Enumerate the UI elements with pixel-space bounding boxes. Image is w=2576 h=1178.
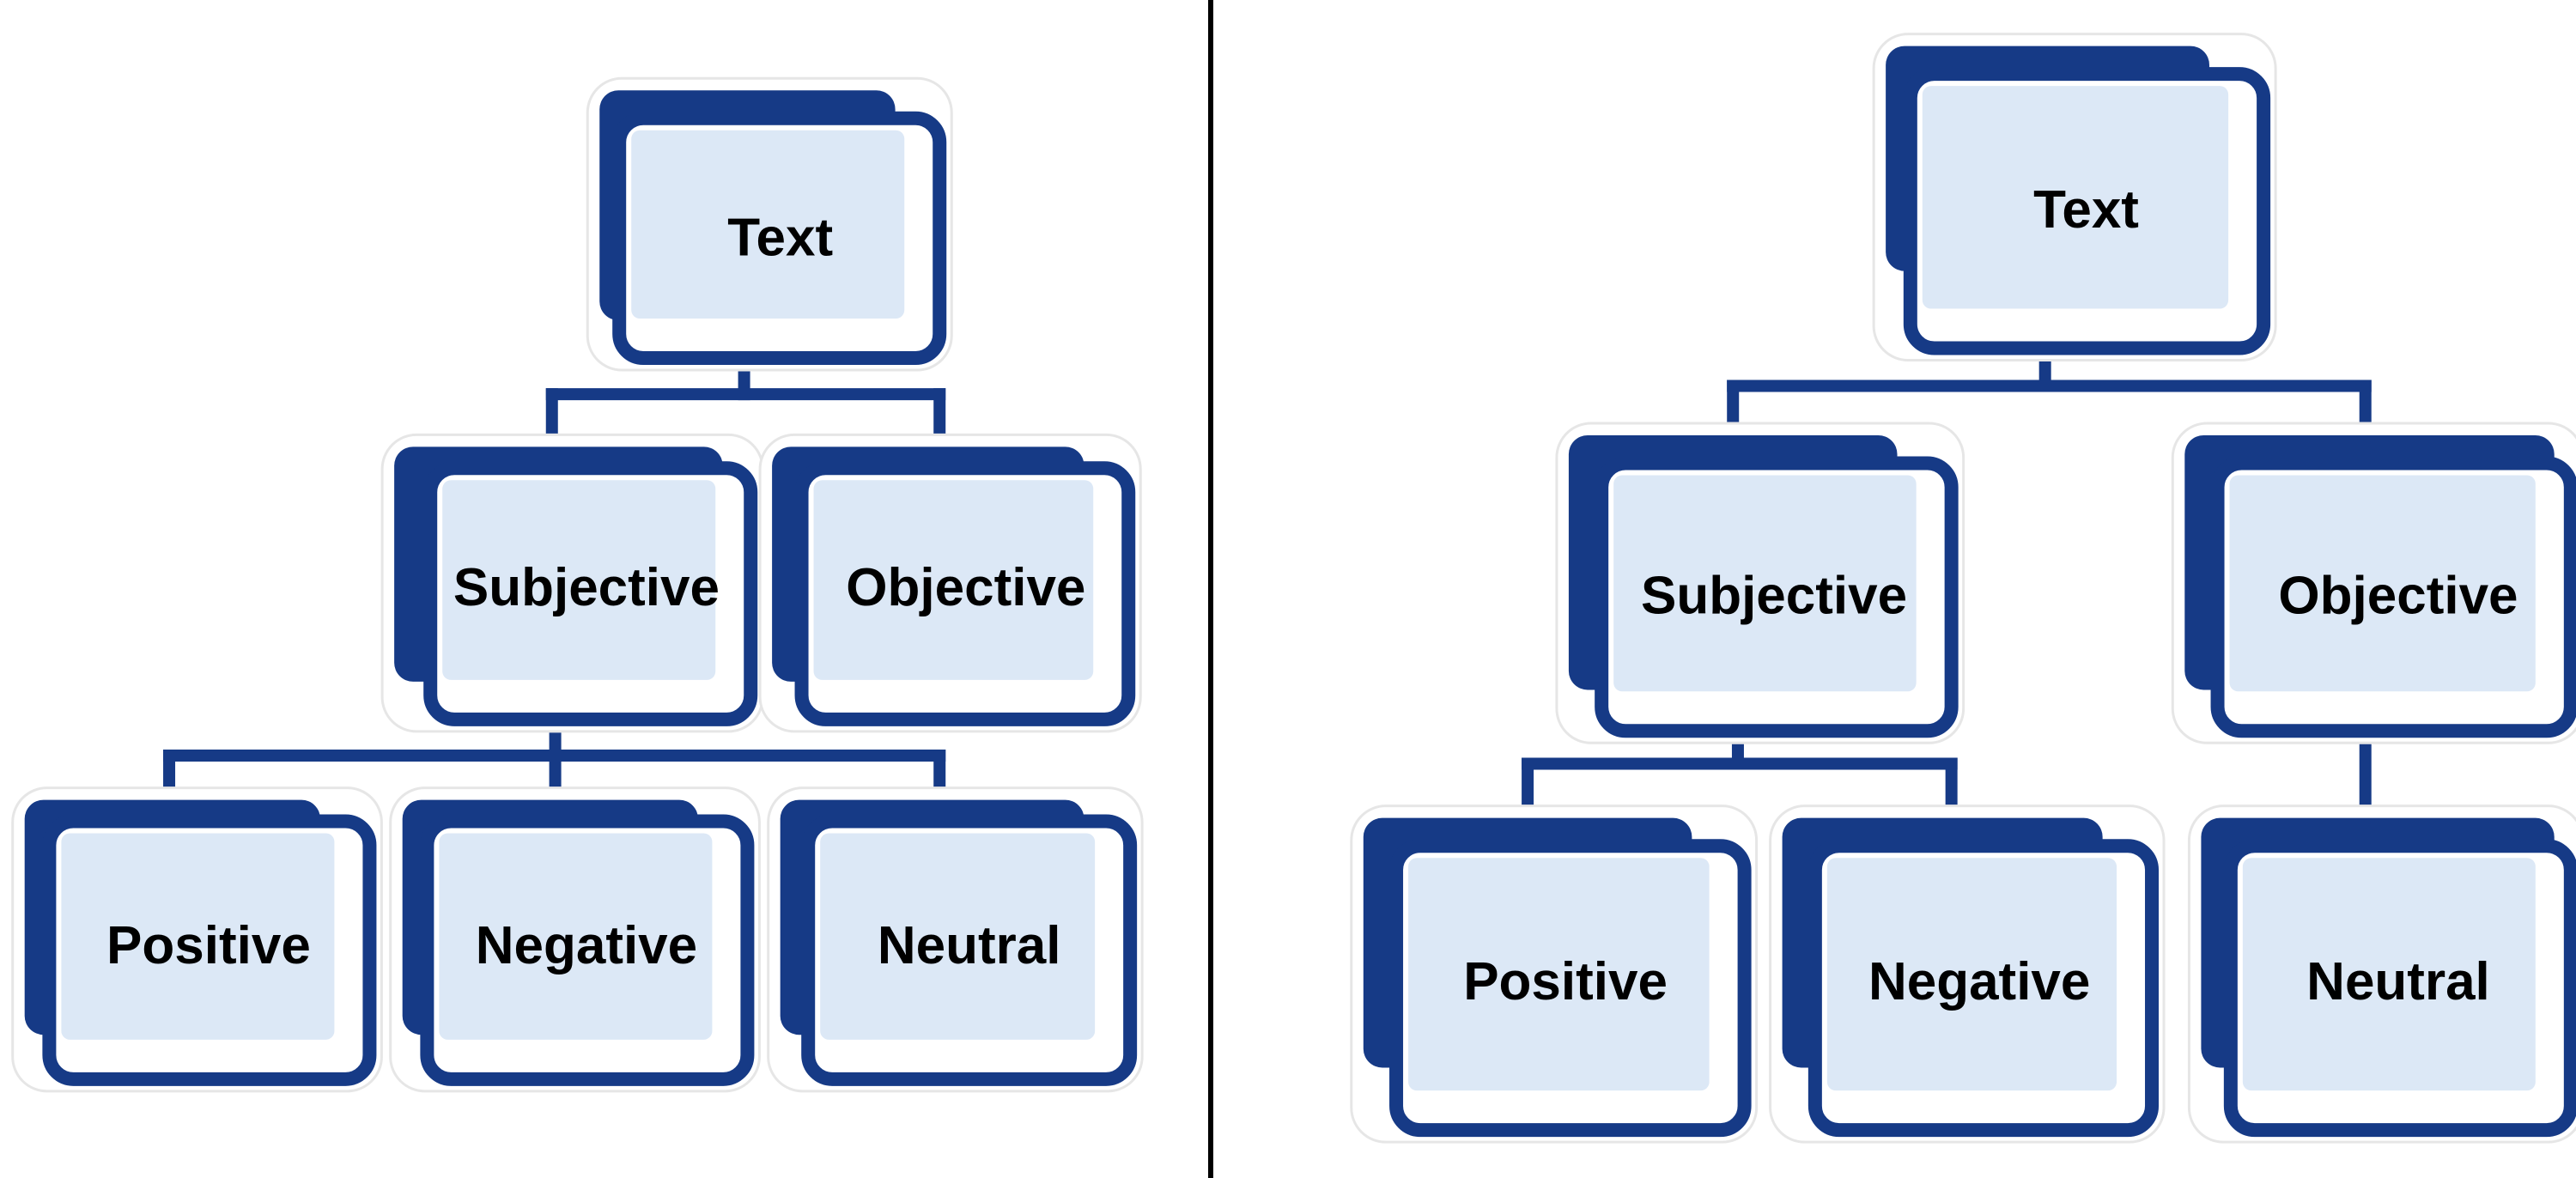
node-fill xyxy=(1826,858,2117,1091)
node-fill xyxy=(1408,858,1710,1091)
node-fill xyxy=(439,833,713,1040)
connectors xyxy=(163,342,2372,815)
node-label: Neutral xyxy=(878,916,1061,975)
node-label: Text xyxy=(2033,180,2139,240)
node-label: Subjective xyxy=(1641,567,1907,626)
node-label: Neutral xyxy=(2306,952,2490,1011)
node-box: Text xyxy=(1872,33,2277,362)
node-fill xyxy=(631,130,905,319)
node-box: Negative xyxy=(1769,805,2166,1144)
node-box: Neutral xyxy=(2187,805,2576,1144)
node-label: Subjective xyxy=(453,558,720,617)
node-fill xyxy=(820,833,1096,1040)
node-box: Neutral xyxy=(767,786,1144,1093)
node-box: Objective xyxy=(2171,422,2576,744)
node-label: Negative xyxy=(1868,952,2090,1011)
node-label: Positive xyxy=(106,916,311,975)
node-fill xyxy=(61,833,335,1040)
node-box: Objective xyxy=(758,433,1142,733)
node-label: Objective xyxy=(846,558,1085,617)
node-fill xyxy=(442,480,716,680)
node-fill xyxy=(2229,475,2536,692)
node-label: Positive xyxy=(1463,952,1668,1011)
node-box: Negative xyxy=(389,786,761,1093)
node-label: Negative xyxy=(476,916,697,975)
node-fill xyxy=(813,480,1094,680)
node-label: Text xyxy=(727,209,833,268)
node-fill xyxy=(2242,858,2536,1091)
node-fill xyxy=(1922,86,2229,309)
node-fill xyxy=(1613,475,1917,692)
node-box: Text xyxy=(586,76,953,372)
node-box: Subjective xyxy=(1555,422,1965,744)
node-box: Subjective xyxy=(380,433,764,733)
node-box: Positive xyxy=(11,786,383,1093)
node-box: Positive xyxy=(1350,805,1759,1144)
node-label: Objective xyxy=(2278,567,2518,626)
